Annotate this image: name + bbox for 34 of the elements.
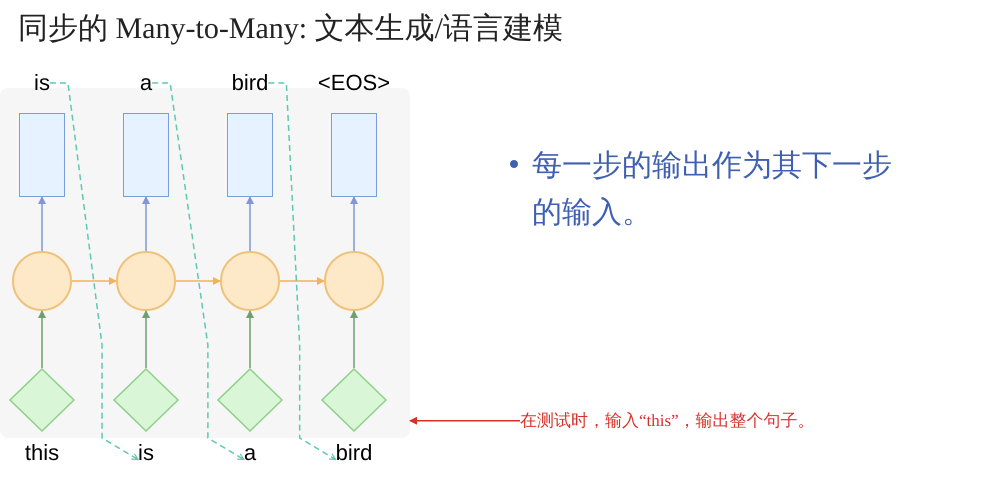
arrow	[246, 310, 254, 368]
input-diamond	[321, 368, 387, 432]
word-label: a	[244, 440, 256, 466]
arrow	[350, 196, 358, 251]
arrow	[38, 310, 46, 368]
arrow	[280, 277, 325, 285]
dashed-arrow	[268, 82, 336, 460]
arrow	[72, 277, 117, 285]
word-label: this	[24, 440, 60, 466]
word-label: is	[34, 70, 50, 96]
arrow	[409, 416, 520, 425]
title: 同步的 Many-to-Many: 文本生成/语言建模	[18, 11, 563, 47]
arrow	[142, 310, 150, 368]
input-diamond	[9, 368, 75, 432]
word-label: <EOS>	[318, 70, 390, 96]
arrow	[350, 310, 358, 368]
output-box	[19, 113, 65, 197]
dashed-arrow	[152, 82, 244, 460]
note-text: 在测试时，输入“this”，输出整个句子。	[520, 408, 815, 434]
word-label: bird	[336, 440, 372, 466]
arrow	[176, 277, 221, 285]
input-diamond	[113, 368, 179, 432]
output-box	[123, 113, 169, 197]
arrow	[246, 196, 254, 251]
bullet-text: 每一步的输出作为其下一步的输入。	[532, 147, 893, 232]
output-box	[331, 113, 377, 197]
arrow	[38, 196, 46, 251]
word-label: is	[138, 440, 154, 466]
word-label: bird	[232, 70, 268, 96]
dashed-arrow	[50, 82, 139, 460]
arrow	[142, 196, 150, 251]
input-diamond	[217, 368, 283, 432]
word-label: a	[140, 70, 152, 96]
output-box	[227, 113, 273, 197]
